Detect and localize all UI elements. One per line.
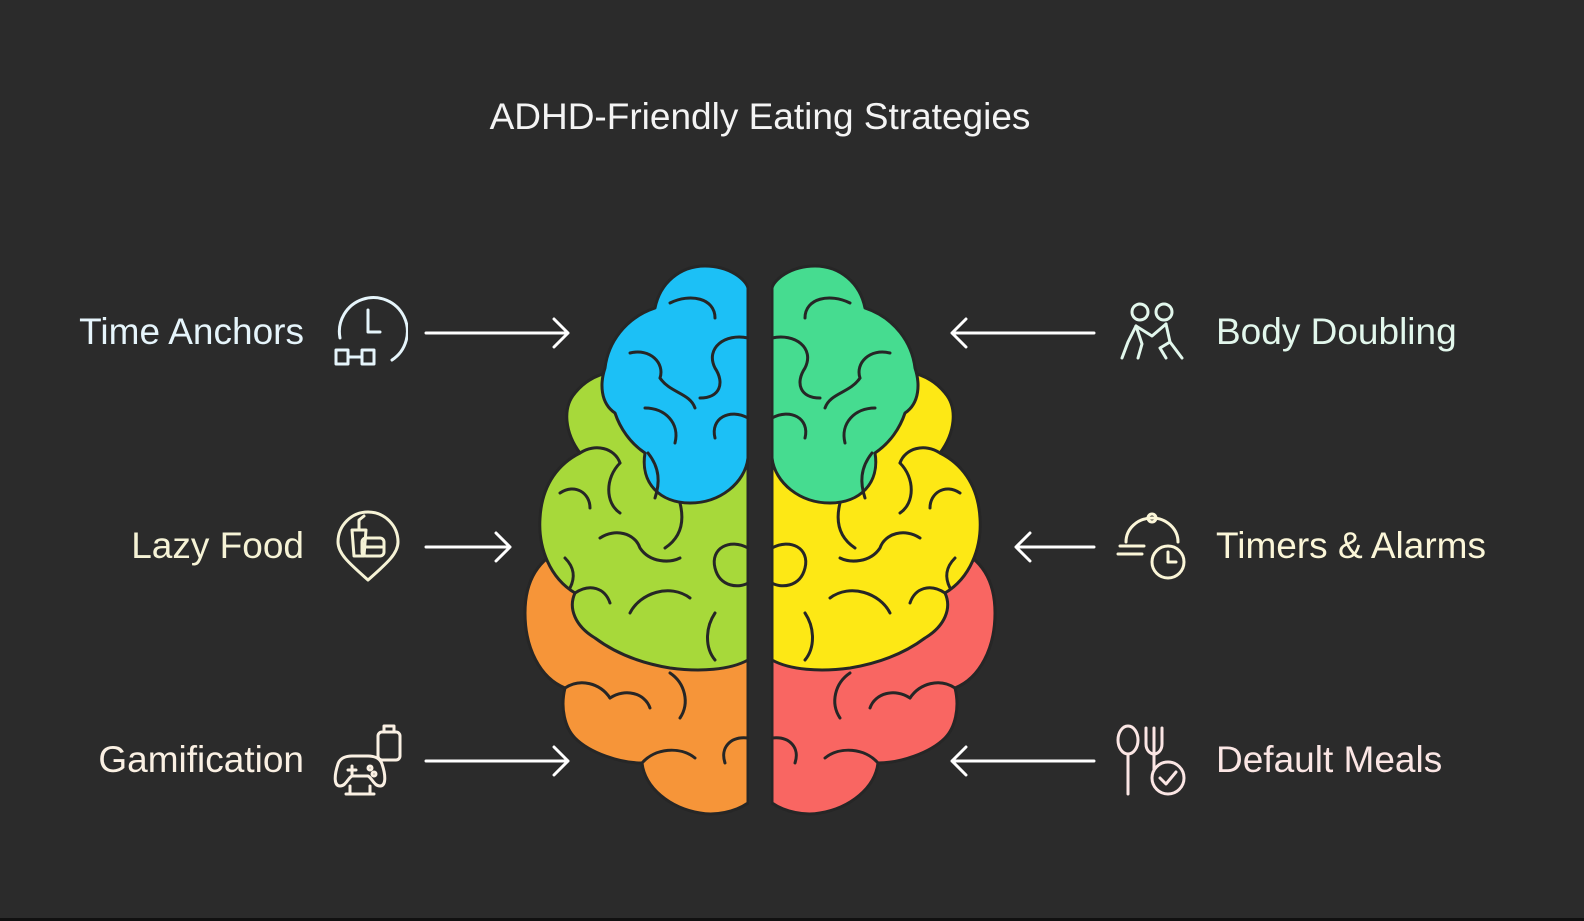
arrow-lazy-food <box>424 531 512 563</box>
food-location-pin-icon <box>328 506 408 586</box>
arrow-default-meals <box>950 745 1096 777</box>
arrow-body-doubling <box>950 317 1096 349</box>
label-time-anchors: Time Anchors <box>79 311 304 352</box>
game-controller-icon <box>328 720 408 800</box>
label-default-meals: Default Meals <box>1216 739 1443 780</box>
brain-region-blue <box>600 264 750 505</box>
diagram-title: ADHD-Friendly Eating Strategies <box>489 96 1031 137</box>
arrow-time-anchors <box>424 317 570 349</box>
label-lazy-food: Lazy Food <box>131 525 304 566</box>
label-body-doubling: Body Doubling <box>1216 311 1457 352</box>
arrow-timers-alarms <box>1014 531 1096 563</box>
bottom-border <box>0 918 1584 921</box>
two-people-icon <box>1112 292 1192 372</box>
label-timers-alarms: Timers & Alarms <box>1216 525 1486 566</box>
cloche-timer-icon <box>1112 506 1192 586</box>
utensils-check-icon <box>1112 720 1192 800</box>
clock-blocks-icon <box>328 292 408 372</box>
brain-illustration <box>523 258 997 818</box>
arrow-gamification <box>424 745 570 777</box>
brain-region-teal <box>770 264 920 505</box>
label-gamification: Gamification <box>98 739 304 780</box>
